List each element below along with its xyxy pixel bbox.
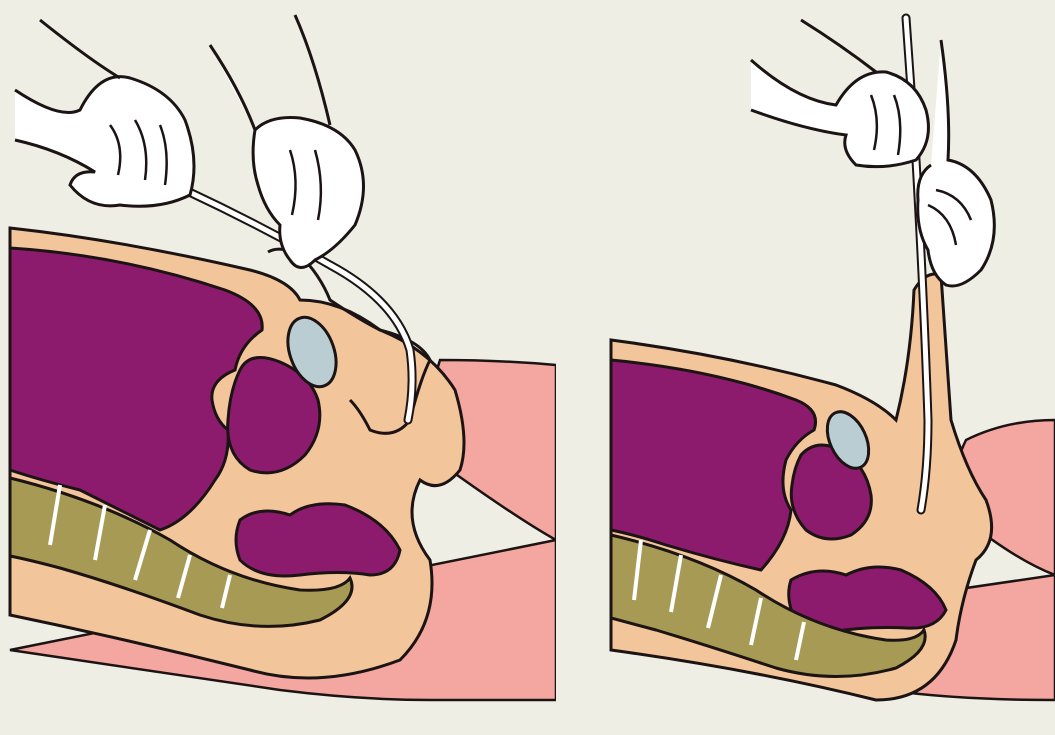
panel-left (0, 0, 556, 735)
right-illustration (556, 0, 1055, 735)
panel-right (556, 0, 1055, 735)
left-illustration (0, 0, 556, 735)
